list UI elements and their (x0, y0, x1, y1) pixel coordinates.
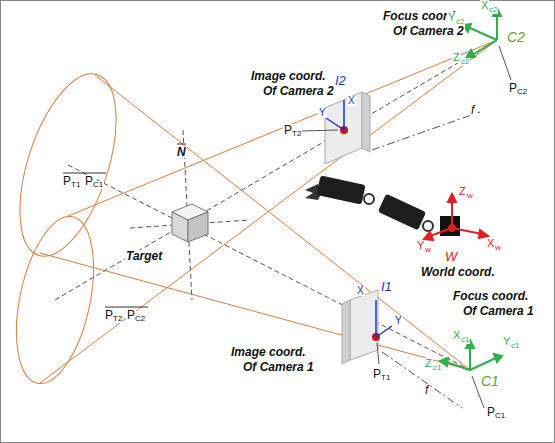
label: Target (125, 250, 163, 262)
camera2-image-plane (325, 92, 370, 164)
label: Of Camera 1 (462, 305, 535, 317)
subscript-label: w (424, 246, 432, 254)
label: I1 (380, 280, 393, 293)
camera2-frame (463, 8, 501, 58)
subscript-label: w (466, 192, 474, 200)
subscript-label: c1 (432, 364, 442, 372)
camera1-frame (440, 340, 502, 370)
label: Of Camera 2 (392, 25, 465, 37)
label: C2 (506, 30, 526, 44)
label: I2 (334, 74, 347, 87)
subscript-label: c2 (488, 6, 498, 14)
label: Image coord. (250, 70, 327, 82)
target-cube (172, 204, 208, 242)
view-cones (1, 40, 497, 390)
label: World coord. (420, 266, 496, 278)
label: f (424, 384, 429, 396)
label: Image coord. (230, 346, 307, 358)
center-line (68, 165, 470, 370)
subscript-label: C2 (134, 315, 146, 323)
subscript-label: C1 (92, 181, 104, 189)
subscript-label: C2 (516, 88, 528, 96)
subscript-label: C1 (494, 412, 506, 420)
subscript-label: T1 (70, 181, 81, 189)
cone-line (95, 75, 470, 370)
label: Y (394, 316, 403, 326)
label: X (356, 286, 365, 296)
subscript-label: T2 (112, 315, 123, 323)
label: Y (318, 108, 327, 118)
subscript-label: c1 (510, 342, 520, 350)
camera1-image-plane (342, 290, 392, 364)
label: N (176, 146, 187, 158)
label: C1 (480, 374, 500, 388)
subscript-label: w (494, 244, 502, 252)
label: Focus coord. (452, 290, 529, 302)
label: X (347, 96, 356, 106)
center-lines (55, 40, 497, 370)
label: W (444, 250, 458, 263)
center-line (55, 40, 497, 300)
subscript-label: c1 (460, 336, 470, 344)
label: Of Camera 2 (262, 85, 335, 97)
subscript-label: c2 (455, 18, 465, 26)
label: f (470, 104, 475, 116)
robot-arm (305, 175, 460, 236)
label: Of Camera 1 (242, 361, 315, 373)
subscript-label: c2 (460, 58, 470, 66)
cone-line (40, 40, 497, 383)
cone-line (68, 40, 497, 216)
vector-overlines (63, 144, 186, 307)
focal-length (372, 112, 480, 408)
world-frame (424, 194, 488, 240)
subscript-label: T2 (291, 130, 302, 138)
leader-lines (300, 46, 511, 408)
subscript-label: T1 (380, 374, 391, 382)
